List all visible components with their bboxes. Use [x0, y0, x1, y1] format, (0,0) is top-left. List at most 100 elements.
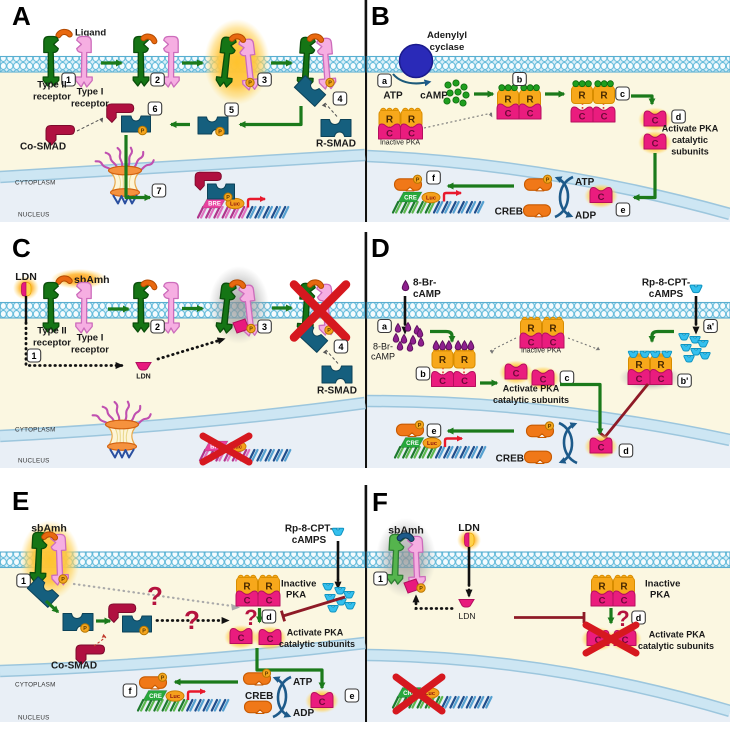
svg-text:5: 5: [229, 105, 234, 115]
svg-text:cAMPS: cAMPS: [649, 289, 684, 300]
svg-text:C: C: [652, 138, 659, 149]
svg-text:Type II: Type II: [37, 326, 66, 337]
svg-text:4: 4: [338, 342, 343, 352]
svg-text:C: C: [513, 368, 520, 379]
svg-text:CRE: CRE: [403, 691, 416, 697]
svg-text:PKA: PKA: [650, 590, 670, 601]
svg-text:P: P: [418, 423, 422, 429]
svg-text:e: e: [349, 691, 354, 701]
svg-text:Co-SMAD: Co-SMAD: [20, 142, 66, 153]
svg-text:sbAmh: sbAmh: [388, 525, 424, 537]
svg-text:B: B: [371, 1, 390, 31]
svg-text:3: 3: [262, 322, 267, 332]
svg-text:ADP: ADP: [575, 211, 596, 222]
svg-text:b: b: [420, 369, 426, 379]
svg-text:ATP: ATP: [293, 677, 313, 688]
svg-text:C: C: [622, 635, 629, 646]
svg-text:8-Br-: 8-Br-: [413, 278, 436, 289]
svg-text:sbAmh: sbAmh: [31, 523, 67, 535]
svg-text:1: 1: [31, 351, 36, 361]
svg-text:d: d: [636, 613, 642, 623]
svg-text:Inactive PKA: Inactive PKA: [380, 140, 420, 147]
svg-text:C: C: [550, 337, 557, 348]
svg-text:P: P: [226, 195, 230, 201]
svg-text:R-SMAD: R-SMAD: [316, 139, 356, 150]
svg-text:P: P: [416, 177, 420, 183]
svg-text:R: R: [549, 324, 557, 335]
svg-text:CREB: CREB: [495, 207, 523, 218]
svg-text:NUCLEUS: NUCLEUS: [18, 458, 50, 465]
svg-text:Activate PKA: Activate PKA: [662, 124, 719, 134]
svg-text:c: c: [564, 373, 569, 383]
svg-text:CYTOPLASM: CYTOPLASM: [15, 180, 56, 187]
svg-text:Rp-8-CPT-: Rp-8-CPT-: [285, 524, 333, 535]
svg-text:F: F: [372, 487, 388, 517]
svg-text:ATP: ATP: [383, 91, 403, 102]
svg-text:C: C: [528, 337, 535, 348]
svg-text:C: C: [636, 374, 643, 385]
svg-text:P: P: [327, 328, 331, 334]
svg-text:NUCLEUS: NUCLEUS: [18, 212, 50, 219]
svg-text:e: e: [620, 205, 625, 215]
svg-text:Luc: Luc: [170, 694, 180, 700]
svg-text:Luc: Luc: [230, 202, 240, 208]
svg-text:CRE: CRE: [404, 196, 417, 202]
svg-text:Inactive PKA: Inactive PKA: [521, 348, 561, 355]
svg-text:catalytic: catalytic: [672, 135, 708, 145]
svg-text:R: R: [600, 91, 608, 102]
svg-text:cAMP: cAMP: [371, 352, 395, 362]
svg-text:c: c: [620, 89, 625, 99]
svg-text:LDN: LDN: [458, 522, 480, 534]
svg-text:P: P: [141, 129, 145, 135]
svg-text:R: R: [243, 582, 251, 593]
svg-text:Adenylyl: Adenylyl: [427, 30, 467, 41]
svg-text:CRE: CRE: [406, 441, 419, 447]
svg-text:C: C: [266, 595, 273, 606]
svg-text:ATP: ATP: [575, 177, 595, 188]
svg-text:R: R: [620, 582, 628, 593]
svg-text:C: C: [579, 111, 586, 122]
svg-text:R: R: [657, 360, 665, 371]
svg-text:C: C: [238, 633, 245, 644]
svg-text:R: R: [265, 582, 273, 593]
svg-text:D: D: [371, 233, 390, 263]
svg-text:C: C: [527, 108, 534, 119]
svg-text:?: ?: [184, 605, 200, 635]
svg-text:d: d: [266, 612, 272, 622]
svg-text:2: 2: [155, 75, 160, 85]
svg-text:e: e: [431, 426, 436, 436]
svg-text:P: P: [161, 675, 165, 681]
svg-text:LDN: LDN: [136, 374, 150, 381]
svg-text:P: P: [248, 81, 252, 87]
svg-text:Luc: Luc: [232, 445, 242, 451]
svg-text:?: ?: [147, 581, 163, 611]
svg-text:R: R: [578, 91, 586, 102]
svg-text:CREB: CREB: [496, 454, 524, 465]
svg-text:catalytic subunits: catalytic subunits: [279, 639, 355, 649]
svg-text:?: ?: [616, 606, 629, 631]
svg-text:P: P: [419, 586, 423, 592]
svg-text:cAMP: cAMP: [420, 91, 448, 102]
svg-text:CYTOPLASM: CYTOPLASM: [15, 427, 56, 434]
svg-text:Activate PKA: Activate PKA: [503, 384, 560, 394]
svg-text:R: R: [504, 95, 512, 106]
svg-text:R: R: [461, 355, 469, 366]
svg-text:R: R: [635, 360, 643, 371]
svg-text:P: P: [265, 671, 269, 677]
svg-text:receptor: receptor: [71, 345, 109, 356]
svg-text:2: 2: [155, 322, 160, 332]
svg-text:R-SMAD: R-SMAD: [317, 386, 357, 397]
svg-text:1: 1: [66, 75, 71, 85]
svg-text:C: C: [658, 374, 665, 385]
svg-text:C: C: [386, 128, 393, 139]
svg-text:C: C: [505, 108, 512, 119]
svg-text:a: a: [382, 321, 388, 331]
svg-text:E: E: [12, 486, 29, 516]
svg-text:P: P: [249, 327, 253, 333]
svg-text:Type I: Type I: [77, 333, 104, 344]
svg-text:b: b: [517, 74, 523, 84]
svg-text:cyclase: cyclase: [430, 42, 465, 53]
svg-text:R: R: [527, 324, 535, 335]
svg-text:a: a: [382, 76, 388, 86]
svg-text:R: R: [439, 355, 447, 366]
